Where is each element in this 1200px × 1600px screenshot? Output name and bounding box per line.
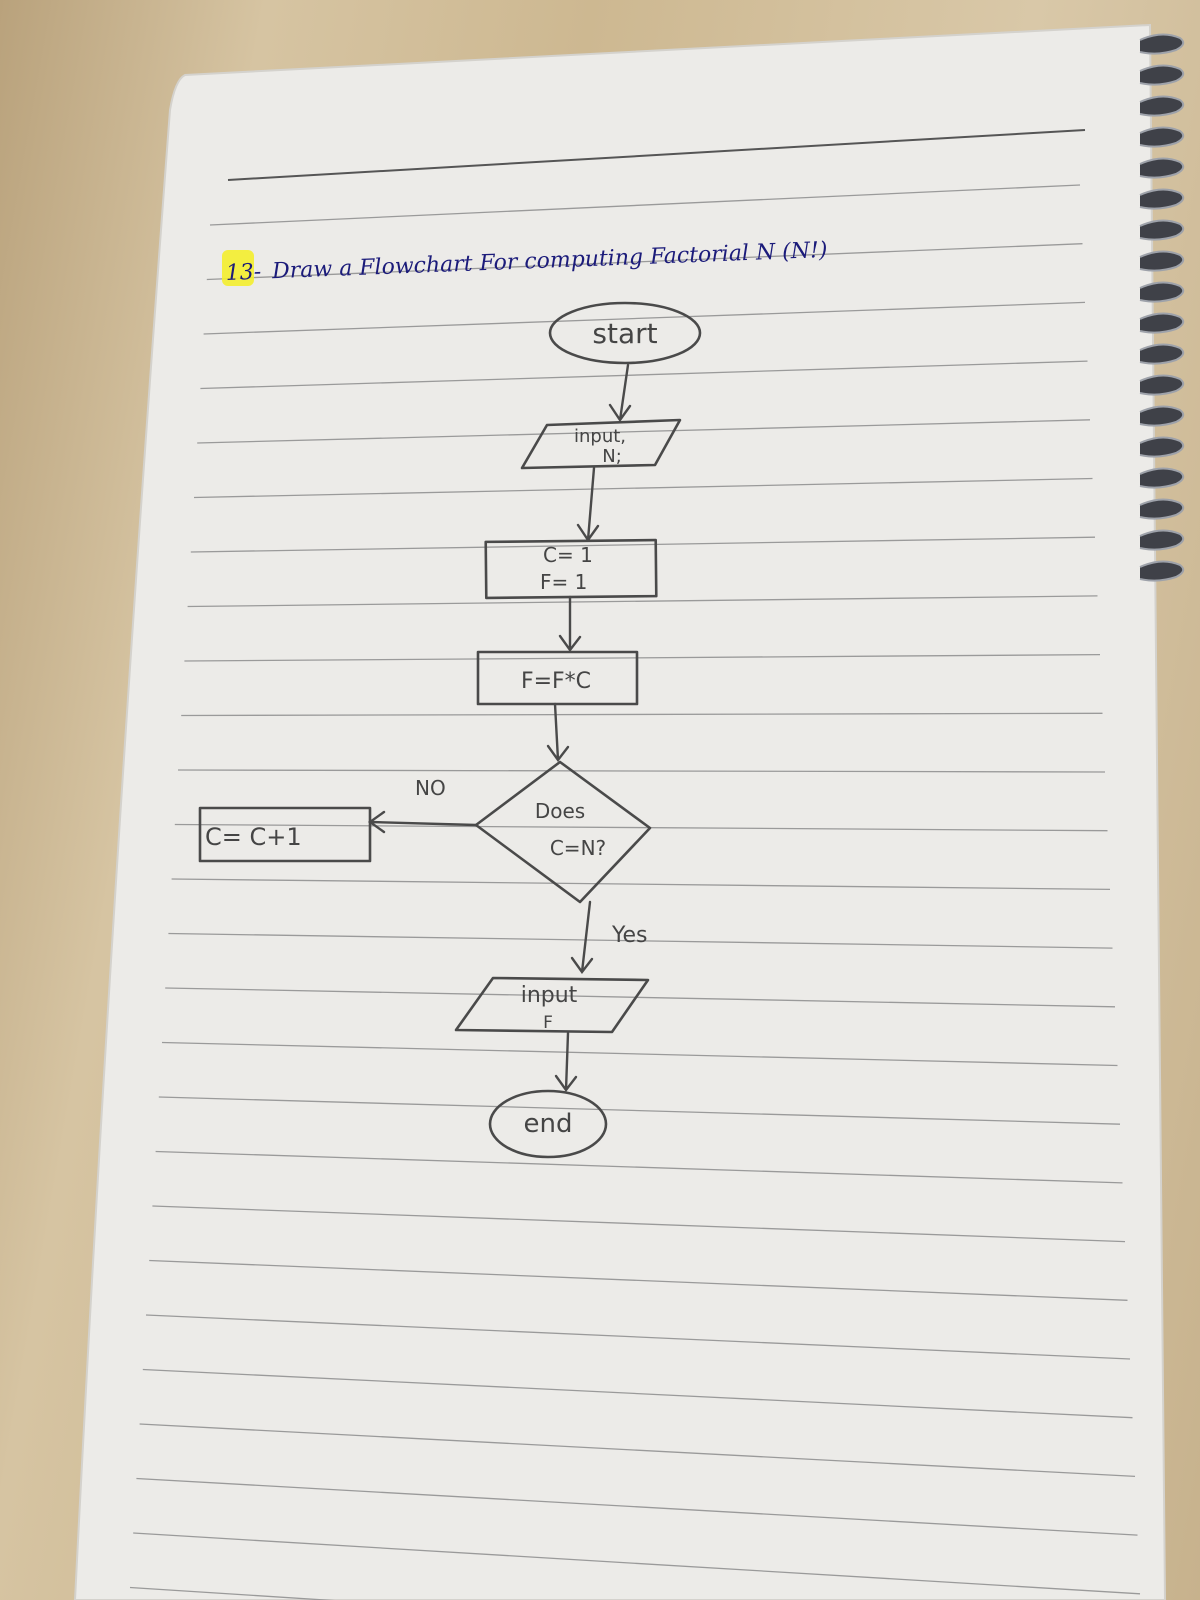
ruled-line xyxy=(174,823,1108,832)
spiral-coil xyxy=(1139,157,1185,179)
spiral-coil xyxy=(1139,64,1185,86)
ruled-line xyxy=(200,360,1088,390)
spiral-coil xyxy=(1139,343,1185,365)
ruled-line xyxy=(206,243,1083,281)
arrow-init-to-multiply xyxy=(558,595,582,653)
ruled-line xyxy=(177,769,1106,773)
spiral-coil xyxy=(1139,374,1185,396)
ruled-line xyxy=(139,1423,1136,1478)
init-f-label: F= 1 xyxy=(540,570,587,594)
heading-number: 13- xyxy=(225,260,261,286)
ruled-line xyxy=(193,477,1093,499)
increment-process-box xyxy=(198,806,372,863)
paper-sheet xyxy=(73,23,1167,1600)
output-variable: F xyxy=(543,1013,553,1033)
spiral-coil xyxy=(1139,95,1185,117)
ruled-line xyxy=(190,536,1096,553)
spiral-coil xyxy=(1139,498,1185,520)
ruled-line xyxy=(203,301,1086,335)
ruled-lines xyxy=(129,184,1141,1600)
ruled-line xyxy=(171,878,1111,891)
decision-diamond xyxy=(474,760,652,904)
spiral-coil xyxy=(1139,529,1185,551)
spiral-coil xyxy=(1139,560,1185,582)
input-n-parallelogram xyxy=(520,418,682,470)
init-c-label: C= 1 xyxy=(543,543,593,567)
ruled-line xyxy=(158,1096,1121,1125)
arrow-multiply-to-decision xyxy=(546,702,570,763)
spiral-coil xyxy=(1139,126,1185,148)
ruled-line xyxy=(133,1532,1141,1595)
end-terminal xyxy=(488,1089,608,1159)
increment-label: C= C+1 xyxy=(205,823,302,851)
spiral-coil xyxy=(1139,219,1185,241)
ruled-line xyxy=(142,1368,1133,1419)
output-f-parallelogram xyxy=(454,976,650,1034)
input-n-label: input, xyxy=(574,426,626,447)
number-highlight xyxy=(222,250,254,286)
spiral-coil xyxy=(1139,281,1185,303)
spiral-coil xyxy=(1139,188,1185,210)
ruled-line xyxy=(184,653,1101,662)
no-label: NO xyxy=(415,776,446,800)
spiral-coil xyxy=(1139,405,1185,427)
input-n-variable: N; xyxy=(602,446,622,467)
start-label: start xyxy=(592,317,657,350)
ruled-line xyxy=(161,1041,1118,1067)
ruled-line xyxy=(129,1586,335,1600)
ruled-line xyxy=(209,184,1081,226)
spiral-coil xyxy=(1139,33,1185,55)
ruled-line xyxy=(165,987,1116,1008)
ruled-line xyxy=(136,1477,1138,1536)
ruled-line xyxy=(152,1205,1126,1243)
spiral-coil xyxy=(1139,436,1185,458)
output-label: input xyxy=(521,983,578,1008)
ruled-line xyxy=(181,712,1103,717)
multiply-process-box xyxy=(476,650,639,706)
arrow-yes-branch xyxy=(570,900,594,975)
arrow-start-to-input xyxy=(608,363,632,423)
decision-line1: Does xyxy=(535,799,585,823)
ruled-line xyxy=(197,419,1091,444)
spiral-coil xyxy=(1139,250,1185,272)
ruled-line xyxy=(155,1150,1123,1184)
ruled-line xyxy=(149,1259,1128,1301)
end-label: end xyxy=(524,1109,573,1139)
init-process-box xyxy=(484,538,658,600)
spiral-coil xyxy=(1139,467,1185,489)
decision-line2: C=N? xyxy=(550,836,606,860)
start-terminal xyxy=(548,301,702,365)
ruled-line xyxy=(187,595,1098,608)
ruled-line xyxy=(168,932,1113,949)
ruled-line xyxy=(145,1314,1131,1360)
spiral-coil xyxy=(1139,312,1185,334)
arrow-output-to-end xyxy=(554,1031,578,1093)
multiply-label: F=F*C xyxy=(521,669,591,694)
yes-label: Yes xyxy=(611,923,648,948)
spiral-binding xyxy=(1139,33,1185,582)
